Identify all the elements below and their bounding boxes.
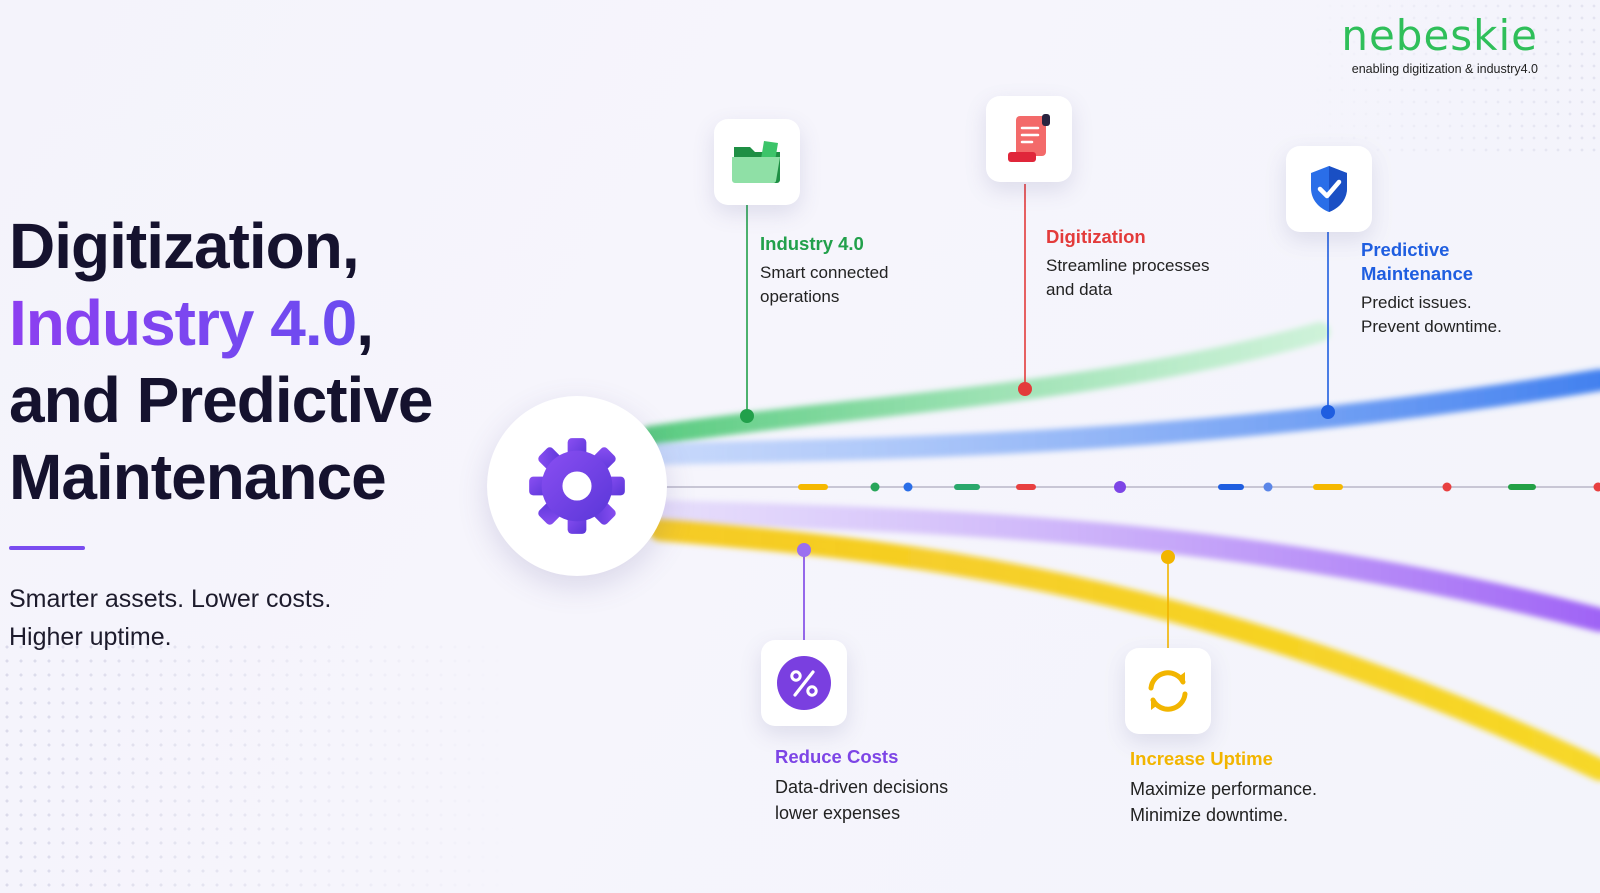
purple-stream [648,500,1600,632]
feature-predictive-desc-1: Predict issues. [1361,293,1472,312]
background-dot-pattern-top [1300,0,1600,160]
headline-line-2: Industry 4.0, [9,285,433,362]
feature-industry: Industry 4.0 Smart connected operations [760,232,889,309]
gear-icon [529,438,625,534]
feature-costs-desc-2: lower expenses [775,803,901,823]
yellow-stream [649,519,1600,781]
feature-uptime-desc-1: Maximize performance. [1130,779,1318,799]
shield-check-icon [1311,166,1347,212]
feature-uptime-title: Increase Uptime [1130,748,1273,769]
feature-predictive-desc-2: Prevent downtime. [1361,317,1502,336]
feature-predictive-desc: Predict issues. Prevent downtime. [1361,291,1502,339]
feature-digitization-title: Digitization [1046,226,1146,247]
subheadline: Smarter assets. Lower costs. Higher upti… [9,580,331,656]
feature-uptime-desc-2: Minimize downtime. [1130,805,1289,825]
feature-digitization-desc-1: Streamline processes [1046,256,1210,275]
costs-node [797,543,811,557]
green-stream [640,322,1330,446]
brand-tagline: enabling digitization & industry4.0 [1351,62,1538,76]
feature-industry-desc-1: Smart connected [760,263,889,282]
headline: Digitization, Industry 4.0, and Predicti… [9,208,433,516]
digitization-card [986,96,1072,182]
brand-logo: nebeskie [1341,11,1538,60]
feature-costs-title: Reduce Costs [775,746,899,767]
headline-line-4: Maintenance [9,441,387,513]
subheadline-line-2: Higher uptime. [9,623,172,651]
blue-stream [649,369,1600,465]
feature-digitization: Digitization Streamline processes and da… [1046,225,1209,302]
digitization-node [1018,382,1032,396]
refresh-cycle-icon [1148,670,1188,712]
background-dot-pattern [0,640,520,893]
gear-hub [487,396,667,576]
document-scroll-icon [1008,114,1050,162]
headline-line-3: and Predictive [9,364,433,436]
feature-predictive-title-2: Maintenance [1361,263,1474,284]
uptime-card [1125,648,1211,734]
costs-card [761,640,847,726]
predictive-node [1321,405,1335,419]
predictive-card [1286,146,1372,232]
feature-uptime: Increase Uptime Maximize performance. Mi… [1130,747,1317,828]
feature-industry-desc: Smart connected operations [760,261,889,309]
feature-industry-title: Industry 4.0 [760,233,864,254]
feature-digitization-desc: Streamline processes and data [1046,254,1209,302]
feature-industry-desc-2: operations [760,287,840,306]
percent-icon [777,656,831,710]
headline-divider [9,546,85,550]
folder-icon [732,141,780,184]
uptime-node [1161,550,1175,564]
feature-digitization-desc-2: and data [1046,280,1113,299]
feature-predictive-title: Predictive Maintenance [1361,238,1502,286]
feature-costs: Reduce Costs Data-driven decisions lower… [775,745,948,826]
industry-card [714,119,800,205]
headline-line-1: Digitization, [9,210,360,282]
feature-predictive: Predictive Maintenance Predict issues. P… [1361,238,1502,339]
industry-node [740,409,754,423]
feature-uptime-desc: Maximize performance. Minimize downtime. [1130,776,1317,828]
headline-accent: Industry 4.0 [9,287,357,359]
feature-predictive-title-1: Predictive [1361,239,1450,260]
brand-block: nebeskie enabling digitization & industr… [1341,11,1538,77]
feature-costs-desc: Data-driven decisions lower expenses [775,774,948,826]
axis-dashes [798,481,1600,493]
headline-comma: , [356,287,374,359]
subheadline-line-1: Smarter assets. Lower costs. [9,585,332,613]
feature-costs-desc-1: Data-driven decisions [775,777,949,797]
